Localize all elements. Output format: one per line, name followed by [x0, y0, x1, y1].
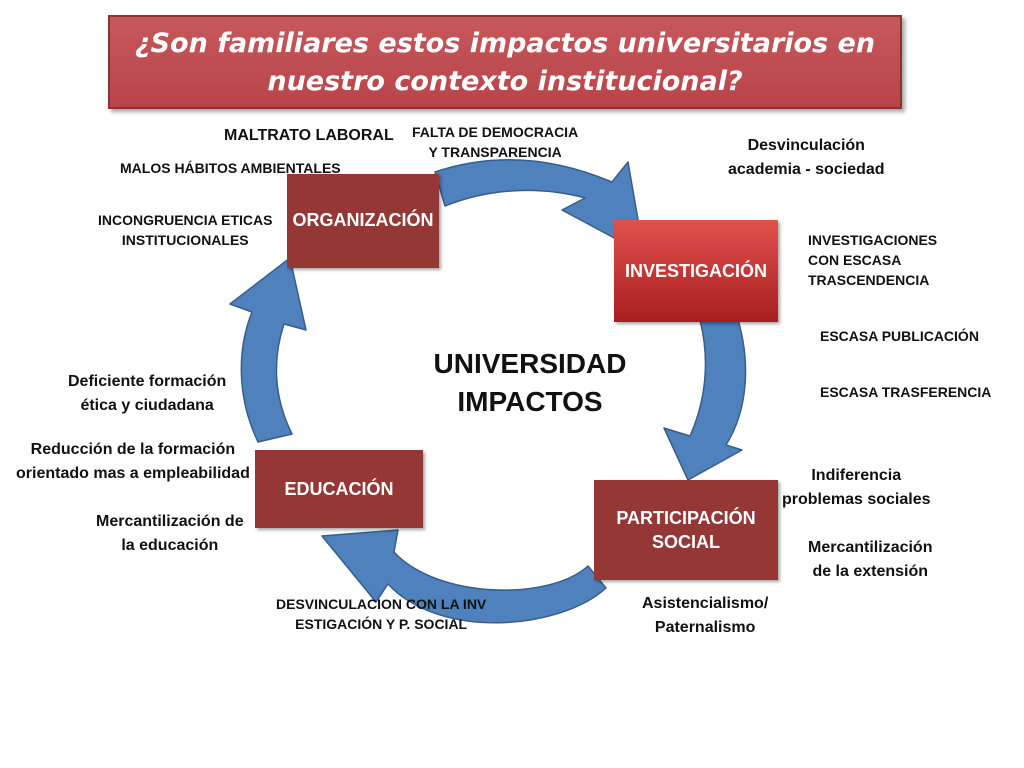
- label-line: INSTITUCIONALES: [121, 232, 249, 248]
- label-asistencialismo: Asistencialismo/ Paternalismo: [642, 592, 768, 640]
- node-investigacion: INVESTIGACIÓN: [614, 220, 778, 322]
- label-line: Paternalismo: [654, 619, 756, 636]
- node-participacion-line-2: SOCIAL: [651, 532, 720, 552]
- arrow-organizacion-investigacion: [434, 159, 645, 255]
- label-line: Mercantilización: [808, 539, 933, 556]
- label-line: problemas sociales: [782, 491, 931, 508]
- center-line-2: IMPACTOS: [457, 386, 603, 417]
- label-line: Asistencialismo/: [642, 595, 769, 612]
- label-investigaciones-escasa: INVESTIGACIONES CON ESCASA TRASCENDENCIA: [808, 230, 937, 290]
- label-indiferencia: Indiferencia problemas sociales: [782, 464, 931, 512]
- label-incongruencia: INCONGRUENCIA ETICAS INSTITUCIONALES: [98, 210, 273, 250]
- label-line: INVESTIGACIONES: [808, 232, 938, 248]
- label-malos-habitos: MALOS HÁBITOS AMBIENTALES: [120, 158, 341, 178]
- label-desvinculacion-academia: Desvinculación academia - sociedad: [728, 134, 885, 182]
- title-line-2: nuestro contexto institucional?: [267, 66, 743, 97]
- label-line: FALTA DE DEMOCRACIA: [412, 124, 579, 140]
- arrow-participacion-educacion: [321, 529, 607, 624]
- label-reduccion-formacion: Reducción de la formación orientado mas …: [16, 438, 250, 486]
- label-line: TRASCENDENCIA: [808, 272, 930, 288]
- label-deficiente-formacion: Deficiente formación ética y ciudadana: [68, 370, 226, 418]
- label-line: DESVINCULACION CON LA INV: [276, 596, 487, 612]
- center-title: UNIVERSIDAD IMPACTOS: [410, 345, 650, 421]
- title-text: ¿Son familiares estos impactos universit…: [110, 25, 900, 101]
- label-line: ESCASA TRASFERENCIA: [820, 384, 992, 400]
- node-organizacion: ORGANIZACIÓN: [287, 174, 439, 268]
- label-maltrato-laboral: MALTRATO LABORAL: [224, 124, 394, 148]
- center-line-1: UNIVERSIDAD: [433, 348, 627, 379]
- node-organizacion-label: ORGANIZACIÓN: [292, 210, 434, 230]
- label-line: Deficiente formación: [68, 373, 227, 390]
- label-line: academia - sociedad: [728, 161, 885, 178]
- label-escasa-trasferencia: ESCASA TRASFERENCIA: [820, 382, 991, 402]
- label-line: orientado mas a empleabilidad: [16, 465, 250, 482]
- arrow-educacion-organizacion: [229, 257, 307, 443]
- node-educacion-label: EDUCACIÓN: [284, 478, 394, 499]
- label-line: MALOS HÁBITOS AMBIENTALES: [120, 160, 341, 176]
- label-line: ESCASA PUBLICACIÓN: [820, 328, 979, 344]
- label-mercantilizacion-educacion: Mercantilización de la educación: [96, 510, 244, 558]
- label-line: ESTIGACIÓN Y P. SOCIAL: [295, 616, 468, 632]
- label-falta-democracia: FALTA DE DEMOCRACIA Y TRANSPARENCIA: [412, 122, 578, 162]
- node-investigacion-label: INVESTIGACIÓN: [624, 260, 767, 281]
- label-line: Mercantilización de: [96, 513, 244, 530]
- label-line: CON ESCASA: [808, 252, 902, 268]
- label-line: la educación: [121, 537, 219, 554]
- label-line: Reducción de la formación: [30, 441, 236, 458]
- node-participacion-social: PARTICIPACIÓN SOCIAL: [594, 480, 778, 580]
- label-line: Desvinculación: [747, 137, 865, 154]
- label-line: de la extensión: [812, 563, 929, 580]
- label-line: ética y ciudadana: [80, 397, 214, 414]
- label-line: MALTRATO LABORAL: [224, 127, 394, 144]
- label-mercantilizacion-extension: Mercantilización de la extensión: [808, 536, 932, 584]
- label-line: Indiferencia: [811, 467, 902, 484]
- node-educacion: EDUCACIÓN: [255, 450, 423, 528]
- label-escasa-publicacion: ESCASA PUBLICACIÓN: [820, 326, 979, 346]
- title-line-1: ¿Son familiares estos impactos universit…: [134, 28, 876, 59]
- label-line: INCONGRUENCIA ETICAS: [98, 212, 273, 228]
- label-desvinculacion-investigacion: DESVINCULACION CON LA INV ESTIGACIÓN Y P…: [276, 594, 486, 634]
- title-box: ¿Son familiares estos impactos universit…: [108, 15, 902, 109]
- label-line: Y TRANSPARENCIA: [428, 144, 562, 160]
- arrow-investigacion-participacion: [663, 309, 747, 481]
- node-participacion-line-1: PARTICIPACIÓN: [616, 508, 756, 528]
